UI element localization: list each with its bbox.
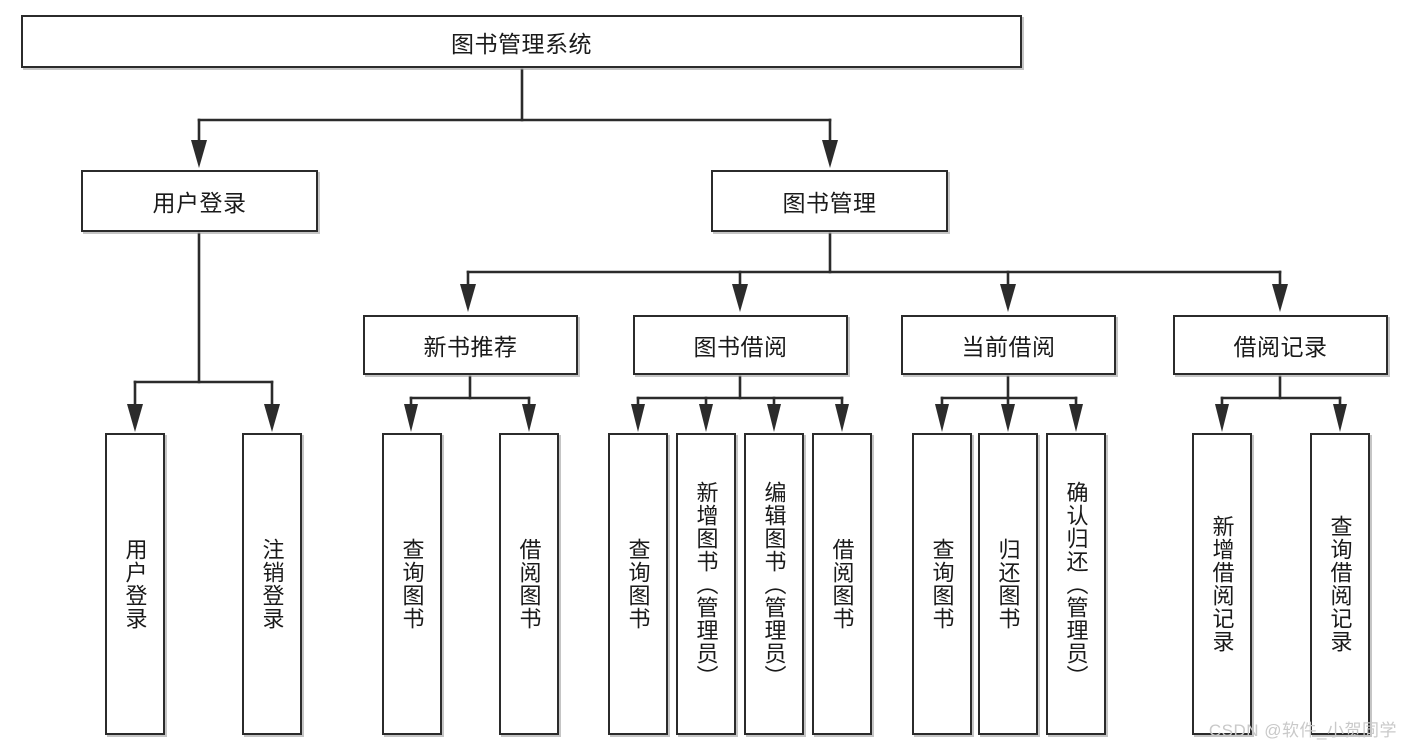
leaf-user-login[interactable]: 用户登录 <box>105 433 165 735</box>
node-book-management-label: 图书管理 <box>782 190 877 216</box>
node-user-login-label: 用户登录 <box>152 190 247 216</box>
leaf-query-borrow-record-label: 查询借阅记录 <box>1327 515 1353 653</box>
leaf-edit-book-admin-label: 编辑图书（管理员） <box>761 480 787 688</box>
leaf-query-borrow-record[interactable]: 查询借阅记录 <box>1310 433 1370 735</box>
leaf-borrow-book-recommend[interactable]: 借阅图书 <box>499 433 559 735</box>
leaf-add-borrow-record[interactable]: 新增借阅记录 <box>1192 433 1252 735</box>
node-book-borrow[interactable]: 图书借阅 <box>633 315 848 375</box>
leaf-confirm-return-admin-label: 确认归还（管理员） <box>1063 480 1089 688</box>
leaf-borrow-book-label: 借阅图书 <box>829 538 855 630</box>
node-borrow-record[interactable]: 借阅记录 <box>1173 315 1388 375</box>
leaf-query-book-recommend[interactable]: 查询图书 <box>382 433 442 735</box>
node-book-borrow-label: 图书借阅 <box>693 334 788 360</box>
leaf-edit-book-admin[interactable]: 编辑图书（管理员） <box>744 433 804 735</box>
leaf-query-book-borrow-label: 查询图书 <box>625 538 651 630</box>
leaf-add-borrow-record-label: 新增借阅记录 <box>1209 515 1235 653</box>
leaf-logout-label: 注销登录 <box>259 538 285 630</box>
node-book-management[interactable]: 图书管理 <box>711 170 948 232</box>
node-root-label: 图书管理系统 <box>451 30 592 57</box>
leaf-user-login-label: 用户登录 <box>122 538 148 630</box>
leaf-add-book-admin-label: 新增图书（管理员） <box>693 480 719 688</box>
leaf-borrow-book-recommend-label: 借阅图书 <box>516 538 542 630</box>
csdn-watermark: CSDN @软件_小贺同学 <box>1208 721 1397 740</box>
leaf-logout[interactable]: 注销登录 <box>242 433 302 735</box>
node-root[interactable]: 图书管理系统 <box>21 15 1022 68</box>
leaf-query-book-current[interactable]: 查询图书 <box>912 433 972 735</box>
node-new-book-recommend-label: 新书推荐 <box>423 334 518 360</box>
leaf-query-book-current-label: 查询图书 <box>929 538 955 630</box>
node-current-borrow-label: 当前借阅 <box>961 334 1056 360</box>
node-new-book-recommend[interactable]: 新书推荐 <box>363 315 578 375</box>
leaf-query-book-borrow[interactable]: 查询图书 <box>608 433 668 735</box>
node-current-borrow[interactable]: 当前借阅 <box>901 315 1116 375</box>
node-borrow-record-label: 借阅记录 <box>1233 334 1328 360</box>
leaf-confirm-return-admin[interactable]: 确认归还（管理员） <box>1046 433 1106 735</box>
node-user-login[interactable]: 用户登录 <box>81 170 318 232</box>
leaf-return-book[interactable]: 归还图书 <box>978 433 1038 735</box>
leaf-return-book-label: 归还图书 <box>995 538 1021 630</box>
leaf-add-book-admin[interactable]: 新增图书（管理员） <box>676 433 736 735</box>
leaf-borrow-book[interactable]: 借阅图书 <box>812 433 872 735</box>
leaf-query-book-recommend-label: 查询图书 <box>399 538 425 630</box>
